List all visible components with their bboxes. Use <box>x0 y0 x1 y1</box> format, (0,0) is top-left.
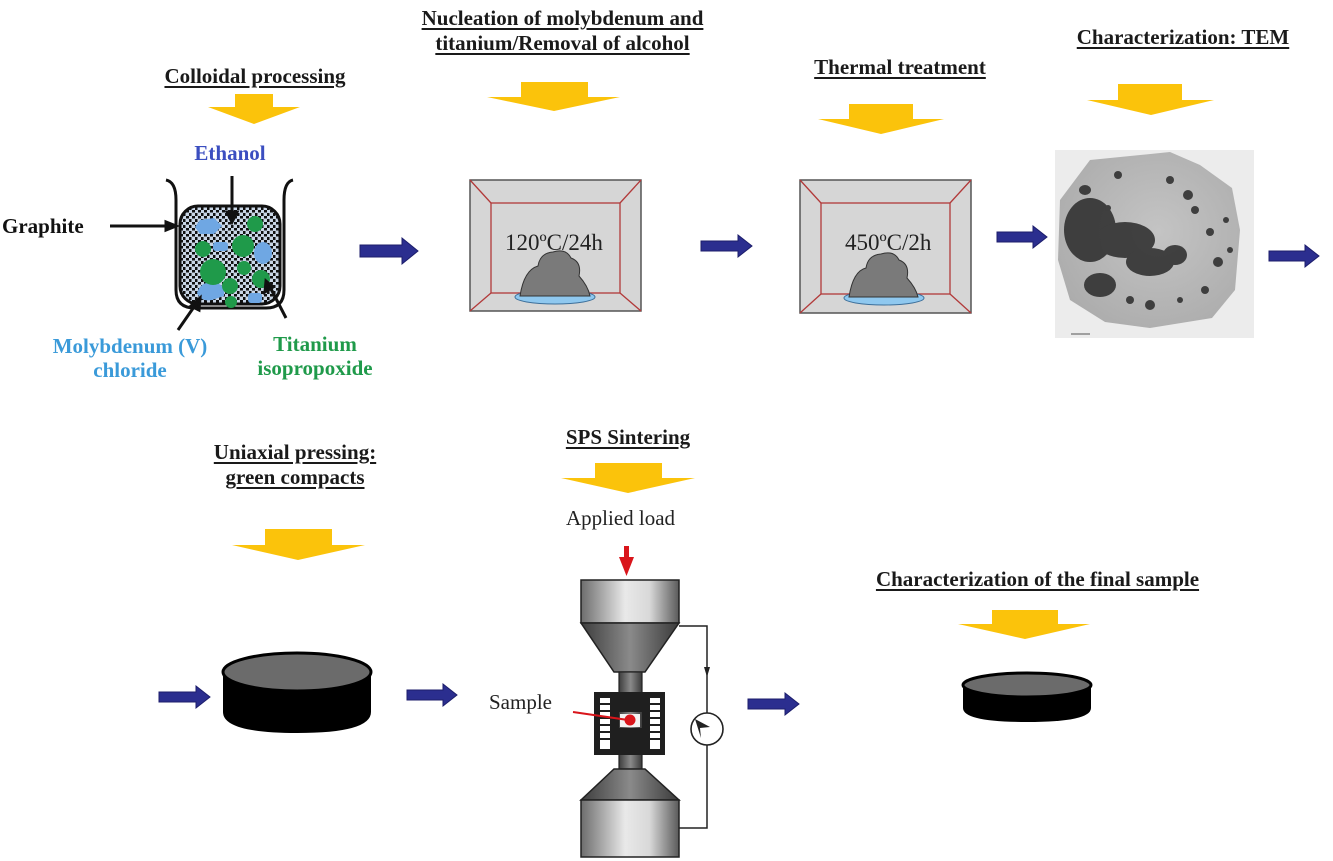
sample-pointer-line <box>572 711 629 721</box>
ti-particle <box>237 261 251 275</box>
heading-pressing-line2: green compacts <box>225 465 365 489</box>
heading-nucleation-line2: titanium/Removal of alcohol <box>435 31 690 55</box>
label-titanium-line2: isopropoxide <box>257 356 373 380</box>
label-ethanol: Ethanol <box>194 141 266 165</box>
step-arrow-sps <box>561 463 695 493</box>
beaker-illustration <box>110 176 294 331</box>
applied-load-arrow <box>619 546 634 576</box>
ti-particle <box>225 296 237 308</box>
flow-arrow-1 <box>359 236 419 266</box>
label-molybdenum: Molybdenum (V) chloride <box>30 334 230 382</box>
heading-uniaxial-pressing: Uniaxial pressing: green compacts <box>205 440 385 490</box>
heading-colloidal-processing: Colloidal processing <box>164 64 346 88</box>
flow-arrow-2 <box>700 233 753 259</box>
heading-thermal-treatment: Thermal treatment <box>814 55 986 79</box>
label-molybdenum-line1: Molybdenum (V) <box>52 334 208 358</box>
titanium-pointer-arrow <box>268 286 288 319</box>
heading-final-characterization: Characterization of the final sample <box>875 567 1200 591</box>
flow-arrow-3 <box>996 224 1048 250</box>
heading-sps-sintering: SPS Sintering <box>565 425 691 449</box>
label-molybdenum-line2: chloride <box>93 358 167 382</box>
mo-particle <box>213 242 228 251</box>
ti-particle <box>195 241 211 257</box>
heading-characterization-tem: Characterization: TEM <box>1076 25 1290 49</box>
step-arrow-tem <box>1087 84 1214 115</box>
sps-apparatus <box>572 546 724 858</box>
flow-arrow-4 <box>1268 243 1320 269</box>
flow-arrow-7 <box>747 691 800 717</box>
label-sample: Sample <box>489 690 552 714</box>
furnace-label-thermal: 450ºC/2h <box>845 230 932 255</box>
sample-marker <box>624 714 636 726</box>
ti-particle <box>200 259 226 285</box>
label-titanium-line1: Titanium <box>273 332 357 356</box>
furnace-nucleation <box>469 179 642 312</box>
label-titanium: Titanium isopropoxide <box>240 332 390 380</box>
label-applied-load: Applied load <box>566 506 676 530</box>
step-arrow-thermal <box>818 104 944 134</box>
furnace-label-nucleation: 120ºC/24h <box>505 230 603 255</box>
final-sample-pellet <box>961 671 1093 722</box>
tem-micrograph <box>1055 150 1254 338</box>
flow-arrow-5 <box>158 684 211 710</box>
ti-particle <box>247 216 263 232</box>
mo-particle <box>195 218 222 234</box>
step-arrow-pressing <box>232 529 365 560</box>
furnace-thermal <box>799 179 972 314</box>
heading-nucleation: Nucleation of molybdenum and titanium/Re… <box>390 6 735 56</box>
heading-pressing-line1: Uniaxial pressing: <box>213 440 377 464</box>
step-arrow-colloidal <box>208 94 300 124</box>
step-arrow-nucleation <box>487 82 620 111</box>
green-compact-pellet <box>221 651 373 733</box>
flow-arrow-6 <box>406 682 458 708</box>
heading-nucleation-line1: Nucleation of molybdenum and <box>421 6 704 30</box>
mo-particle <box>254 242 272 264</box>
ti-particle <box>222 278 238 294</box>
power-source-icon <box>690 712 724 746</box>
step-arrow-final <box>958 610 1090 639</box>
ti-particle <box>232 235 254 257</box>
label-graphite: Graphite <box>2 214 84 238</box>
mo-particle <box>197 282 225 301</box>
mo-particle <box>248 293 262 303</box>
